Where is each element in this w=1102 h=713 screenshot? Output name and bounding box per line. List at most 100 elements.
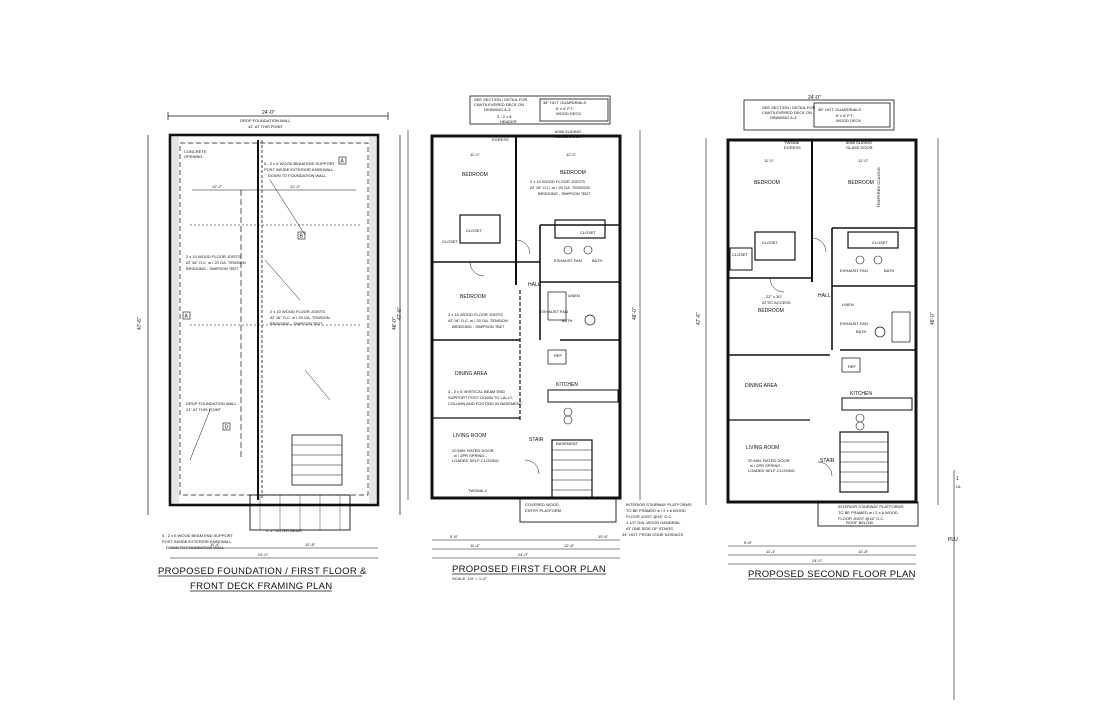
edge-plu: PLU	[948, 537, 958, 543]
ff-stairway-3: FLOOR JOIST @16" O.C.	[626, 514, 673, 519]
drop-wall-mid-note-2: 21" AT THIS POINT	[186, 407, 222, 412]
sf-exhaust-fan-2: EXHAUST FAN	[840, 321, 868, 326]
sf-ref: REF	[848, 364, 857, 369]
ff-guardrails-3: WOOD DECK	[556, 111, 581, 116]
ff-fire-door-2: w / 2PR SPRING -	[454, 453, 488, 458]
foundation-dim-12-2-right: 12'-2"	[290, 184, 301, 189]
first-floor-plan: SEE SECTION / DETAIL FOR CANTILEVERED DE…	[397, 95, 692, 581]
ff-bedroom-3: BEDROOM	[460, 294, 486, 300]
ff-stairway-1: INTERIOR STAIRWAY PLATFORMS	[626, 502, 692, 507]
foundation-tag-d: D	[225, 425, 229, 431]
ff-kitchen: KITCHEN	[556, 382, 578, 388]
sf-section-note-2: CANTILEVERED DECK ON	[762, 110, 812, 115]
sf-window-top: TW2846	[784, 140, 800, 145]
ff-guardrails-2: 6' x 6' P.T.	[556, 106, 574, 111]
sf-bedroom-2: BEDROOM	[848, 180, 874, 186]
sf-guardrails-1: 36" HGT. GUARDRAILS	[818, 107, 862, 112]
sheet-edge: 1 UL PLU	[948, 470, 962, 700]
ff-dim-11-4: 11'-4"	[470, 543, 480, 548]
sf-dim-12-0: 12'-0"	[858, 158, 869, 163]
ff-closet-3: CLOSET	[580, 230, 597, 235]
ff-dim-10-6: 10'-6"	[598, 534, 609, 539]
edge-ul: UL	[956, 484, 962, 489]
ff-bath-1: BATH	[592, 258, 602, 263]
ff-hall: HALL	[528, 282, 541, 288]
ff-dim-11-0: 11'-0"	[470, 152, 480, 157]
sf-dim-12-8: 12'-8"	[858, 549, 869, 554]
foundation-dim-12-8: 12'-8"	[305, 542, 316, 547]
ff-fire-door-1: 20 MIN. RATED DOOR	[452, 448, 494, 453]
beam-note-bottom-1: 5 - 2 x 6 WOOD BEAM END SUPPORT	[162, 533, 233, 538]
concrete-opening-note: CONCRETE	[184, 149, 207, 154]
beam-note-bottom-2: POST INSIDE EXTERIOR KNEEWALL	[162, 539, 232, 544]
foundation-depth-left: 47'-6"	[137, 317, 143, 330]
sf-title: PROPOSED SECOND FLOOR PLAN	[748, 569, 916, 580]
sf-egress: EGRESS	[784, 145, 801, 150]
foundation-title-line-1: PROPOSED FOUNDATION / FIRST FLOOR &	[158, 566, 367, 577]
ff-joist-3: BRIDGING - SIMPSON TB27	[538, 191, 591, 196]
joist-note-b-1: 2 x 10 WOOD FLOOR JOISTS	[270, 309, 325, 314]
joist-note-b-3: BRIDGING - SIMPSON TB27	[270, 321, 323, 326]
ff-stair: STAIR	[529, 437, 544, 443]
ff-dim-12-8: 12'-8"	[564, 543, 575, 548]
drop-wall-top-note: DROP FOUNDATION WALL	[240, 118, 291, 123]
ff-joist-b-3: BRIDGING - SIMPSON TB27	[452, 324, 505, 329]
sf-tempered-glazing: TEMPERED GLAZING	[876, 167, 881, 208]
sf-living-room: LIVING ROOM	[746, 445, 779, 451]
ff-guardrails-1: 36" HGT. GUARDRAILS	[543, 100, 587, 105]
ff-closet-1: CLOSET	[466, 228, 483, 233]
ff-header-top-2: HEADER	[500, 119, 517, 124]
ff-joist-b-1: 2 x 10 WOOD FLOOR JOISTS	[448, 312, 503, 317]
ff-egress: EGRESS	[492, 137, 509, 142]
ff-joist-1: 2 x 10 WOOD FLOOR JOISTS	[530, 179, 585, 184]
sf-kitchen: KITCHEN	[850, 391, 872, 397]
ff-covered-platform-1: COVERED WOOD	[525, 502, 559, 507]
sf-stairway-3: FLOOR JOIST @16" O.C.	[838, 516, 885, 521]
foundation-plan: 24'-0" 47'-6" 46'-0"	[137, 110, 401, 592]
sf-fire-door-2: w / 2PR SPRING -	[750, 463, 784, 468]
sf-roof-below: ROOF BELOW	[846, 520, 873, 525]
foundation-title-line-2: FRONT DECK FRAMING PLAN	[190, 581, 332, 592]
ff-living-room: LIVING ROOM	[453, 433, 486, 439]
beam-note-bottom-3: DOWN TO FOUNDATION WALL	[166, 545, 225, 550]
ff-closet-2: CLOSET	[442, 239, 459, 244]
ff-sliding-door-1: 6068 SLIDING	[555, 129, 581, 134]
sf-exhaust-fan-1: EXHAUST FAN	[840, 268, 868, 273]
sf-depth-right: 46'-0"	[930, 312, 936, 325]
sf-bath-2: BATH	[856, 329, 866, 334]
ff-bath-2: BATH	[562, 318, 572, 323]
foundation-dim-11-4: 11'-4"	[210, 542, 220, 547]
ff-dim-5-8: 5'-8"	[450, 534, 459, 539]
ff-ref: REF	[554, 353, 563, 358]
drop-wall-top-note-2: 42" AT THIS POINT	[248, 124, 284, 129]
ff-fire-door-3: LOADED SELF-CLOSING	[452, 458, 499, 463]
ff-window-bottom: TW2846-2	[468, 488, 487, 493]
ff-sliding-door-2: GLASS DOOR	[555, 134, 582, 139]
ff-handrail-2: AT ONE SIDE OF STAIRS	[626, 526, 673, 531]
beam-note-line-1: 5 - 2 x 6 WOOD BEAM END SUPPORT	[264, 161, 335, 166]
ff-stairway-2: TO BE FRAMED w / 2 x 6 WOOD	[626, 508, 686, 513]
sf-guardrails-3: WOOD DECK	[836, 118, 861, 123]
sf-closet-3: CLOSET	[872, 240, 889, 245]
sf-depth-left: 47'-6"	[696, 312, 702, 325]
ff-section-note-2: CANTILEVERED DECK ON	[474, 102, 524, 107]
ff-depth-left: 47'-6"	[397, 307, 403, 320]
sf-sliding-door-2: GLASS DOOR	[846, 145, 873, 150]
sf-dining-area: DINING AREA	[745, 383, 778, 389]
foundation-dim-12-2-left: 12'-2"	[212, 184, 223, 189]
ff-handrail-1: 1 1/2" DIA. WOOD HANDRAIL	[626, 520, 681, 525]
sf-bedroom-1: BEDROOM	[754, 180, 780, 186]
ff-dining-area: DINING AREA	[455, 371, 488, 377]
ff-exhaust-fan-2: EXHAUST FAN	[540, 309, 568, 314]
ff-exhaust-fan-1: EXHAUST FAN	[554, 258, 582, 263]
second-floor-plan: SEE SECTION / DETAIL FOR CANTILEVERED DE…	[696, 95, 939, 580]
sf-closet-1: CLOSET	[762, 240, 779, 245]
sf-section-note-3: DRAWING A-3	[770, 115, 797, 120]
sf-guardrails-2: 6' x 6' P.T.	[836, 113, 854, 118]
ff-section-note-3: DRAWING A-3	[484, 107, 511, 112]
ff-vertical-beam-1: 3 - 2 x 6 VERTICAL BEAM END	[448, 389, 505, 394]
sf-closet-2: CLOSET	[732, 252, 749, 257]
outer-beam-note: 5'-1" OUTER BEAM	[266, 528, 302, 533]
joist-note-b-2: AT 16" O.C. w / 20 GA. TENSION	[270, 315, 330, 320]
